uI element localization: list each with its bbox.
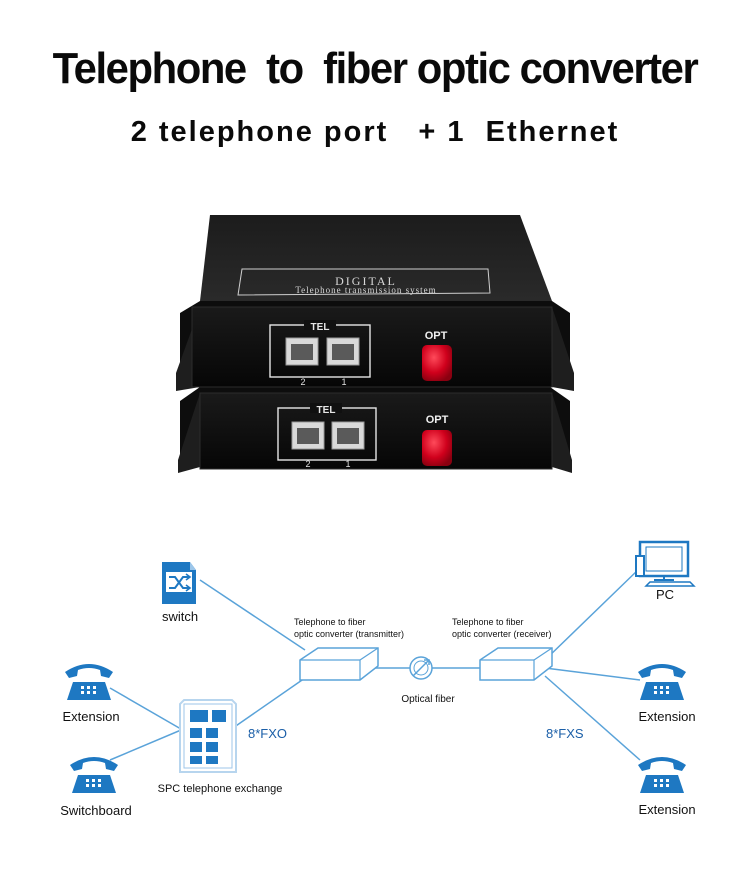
spc-exchange-label: SPC telephone exchange [158, 783, 283, 795]
telephone-icon-switchboard [70, 757, 118, 793]
lower-converter-unit: TEL 2 1 OPT [178, 387, 572, 473]
upper-opt-label: OPT [425, 330, 448, 342]
lower-fiber-port [422, 430, 452, 466]
pc-icon [635, 540, 696, 587]
telephone-icon-extension-right-1 [638, 664, 686, 700]
telephone-icon-extension-right-2 [638, 757, 686, 793]
extension-left-label: Extension [62, 709, 119, 724]
transmitter-label-line2: optic converter (transmitter) [294, 629, 404, 639]
receiver-label-line1: Telephone to fiber [452, 617, 524, 627]
transmitter-converter-icon [299, 647, 379, 681]
switch-label: switch [162, 609, 198, 624]
lower-tel-label: TEL [317, 405, 336, 416]
page-subtitle: 2 telephone port + 1 Ethernet [130, 116, 620, 148]
optical-fiber-icon [409, 656, 433, 680]
receiver-label-line2: optic converter (receiver) [452, 629, 552, 639]
lower-port-1-label: 1 [345, 459, 350, 469]
transmitter-label-line1: Telephone to fiber [294, 617, 366, 627]
converter-product-photo: TEL 2 1 OPT DIGITAL Telephone transmissi… [176, 215, 574, 473]
page-title: Telephone to fiber optic converter [52, 44, 699, 93]
network-switch-icon [162, 562, 196, 604]
connection-diagram: switch Telephone to fiber optic converte… [60, 540, 696, 818]
lower-port-2-label: 2 [305, 459, 310, 469]
fxo-label: 8*FXO [248, 726, 287, 741]
upper-converter-unit: DIGITAL Telephone transmission system TE… [176, 215, 574, 391]
upper-port-2-label: 2 [300, 377, 305, 387]
optical-fiber-label: Optical fiber [401, 694, 455, 705]
extension-right-2-label: Extension [638, 802, 695, 817]
extension-right-1-label: Extension [638, 709, 695, 724]
receiver-converter-icon [479, 647, 553, 681]
system-label: Telephone transmission system [295, 285, 436, 295]
upper-port-1-label: 1 [341, 377, 346, 387]
pc-label: PC [656, 587, 674, 602]
switchboard-label: Switchboard [60, 803, 132, 818]
spc-exchange-icon [179, 699, 237, 773]
upper-fiber-port [422, 345, 452, 381]
brand-label: DIGITAL [335, 274, 397, 288]
fxs-label: 8*FXS [546, 726, 584, 741]
lower-opt-label: OPT [426, 414, 449, 426]
upper-tel-label: TEL [311, 322, 330, 333]
telephone-icon-extension-left [65, 664, 113, 700]
